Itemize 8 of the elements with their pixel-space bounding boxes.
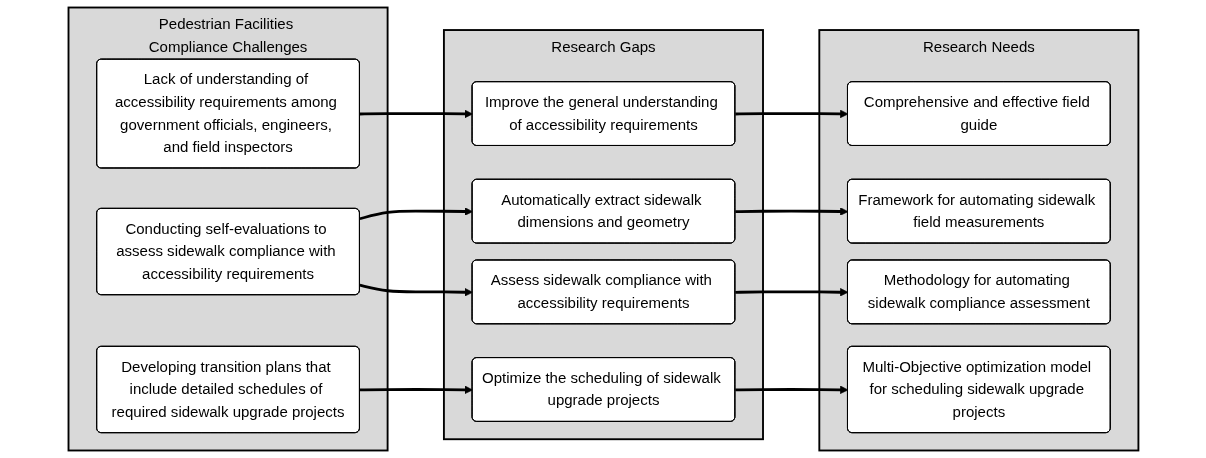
arrow (734, 109, 848, 119)
arrow (359, 385, 473, 394)
arrow (359, 109, 473, 119)
arrow (734, 385, 848, 394)
arrow (359, 283, 473, 297)
arrow (359, 207, 473, 221)
arrow (734, 207, 848, 216)
arrow (734, 288, 848, 297)
